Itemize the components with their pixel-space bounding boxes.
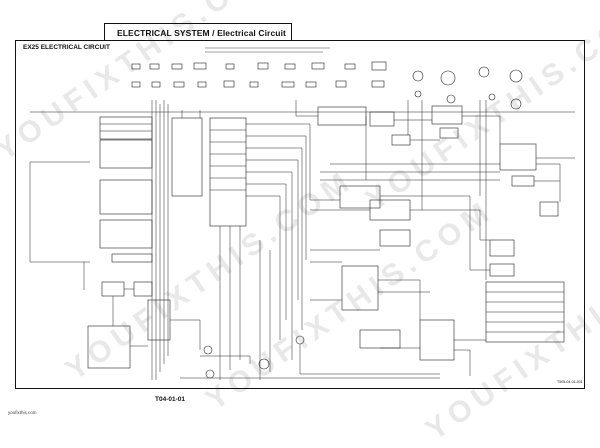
figure-number: T04-01-01 [155, 396, 185, 403]
page-title: ELECTRICAL SYSTEM / Electrical Circuit [117, 28, 286, 38]
site-credit: youfixthis.com [8, 410, 37, 415]
symbol-note [205, 46, 335, 57]
wiring-schematic [29, 61, 575, 380]
document-code: T505-04-01-001 [557, 380, 583, 384]
legend-symbols [131, 61, 523, 110]
legend-table [485, 281, 565, 343]
diagram-frame [15, 40, 585, 389]
controller-unit [171, 117, 247, 227]
note-lines [205, 47, 330, 53]
header-box [104, 23, 292, 41]
wiring-harness [29, 100, 575, 380]
diagram-title: EX25 ELECTRICAL CIRCUIT [23, 44, 110, 51]
